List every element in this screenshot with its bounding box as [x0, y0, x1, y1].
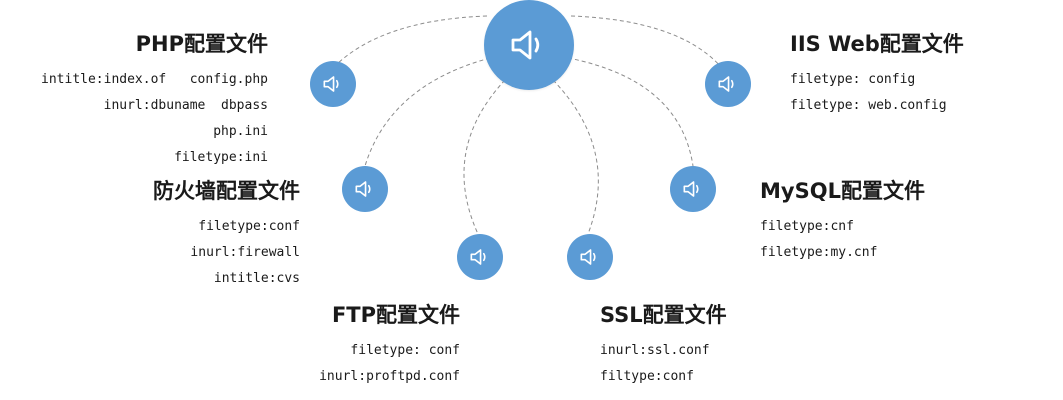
connector-hub-mysql — [567, 57, 694, 167]
connector-hub-ftp — [463, 79, 506, 235]
group-title: 防火墙配置文件 — [153, 179, 300, 203]
speaker-icon — [580, 249, 596, 265]
group-firewall: 防火墙配置文件 filetype:conf inurl:firewall int… — [153, 178, 300, 292]
group-php: PHP配置文件 intitle:index.of config.php inur… — [41, 31, 268, 171]
group-item: intitle:cvs — [213, 271, 300, 286]
group-item: filetype: conf — [350, 343, 460, 358]
group-iis: IIS Web配置文件 filetype: config filetype: w… — [790, 31, 964, 119]
connector-hub-ssl — [552, 79, 599, 235]
group-item: inurl:firewall — [190, 245, 300, 260]
speaker-icon — [511, 30, 540, 60]
connector-hub-iis — [570, 15, 723, 69]
hub-node — [484, 0, 574, 90]
group-title: SSL配置文件 — [600, 303, 727, 327]
speaker-icon — [323, 76, 339, 92]
speaker-icon — [470, 249, 486, 265]
speaker-icon — [683, 181, 699, 197]
group-item: inurl:proftpd.conf — [319, 369, 460, 384]
group-item: filtype:conf — [600, 369, 694, 384]
connector-hub-php — [332, 15, 488, 69]
node-ftp — [457, 234, 503, 280]
node-firewall — [342, 166, 388, 212]
group-title: MySQL配置文件 — [760, 179, 925, 203]
node-mysql — [670, 166, 716, 212]
group-title: PHP配置文件 — [135, 32, 268, 56]
group-ftp: FTP配置文件 filetype: conf inurl:proftpd.con… — [319, 302, 460, 390]
group-item: inurl:ssl.conf — [600, 343, 710, 358]
group-item: filetype: config — [790, 72, 916, 87]
group-item: filetype:cnf — [760, 219, 854, 234]
group-item: filetype: web.config — [790, 98, 947, 113]
group-title: IIS Web配置文件 — [790, 32, 964, 56]
group-item: inurl:dbuname dbpass — [103, 98, 268, 113]
group-item: intitle:index.of config.php — [41, 72, 268, 87]
group-title: FTP配置文件 — [331, 303, 460, 327]
node-php — [310, 61, 356, 107]
connector-hub-firewall — [364, 57, 491, 167]
speaker-icon — [718, 76, 734, 92]
node-iis — [705, 61, 751, 107]
node-ssl — [567, 234, 613, 280]
group-ssl: SSL配置文件 inurl:ssl.conf filtype:conf — [600, 302, 727, 390]
group-item: filetype:my.cnf — [760, 245, 878, 260]
group-mysql: MySQL配置文件 filetype:cnf filetype:my.cnf — [760, 178, 925, 266]
group-item: filetype:ini — [174, 150, 268, 165]
speaker-icon — [355, 181, 371, 197]
group-item: filetype:conf — [198, 219, 300, 234]
group-item: php.ini — [213, 124, 268, 139]
